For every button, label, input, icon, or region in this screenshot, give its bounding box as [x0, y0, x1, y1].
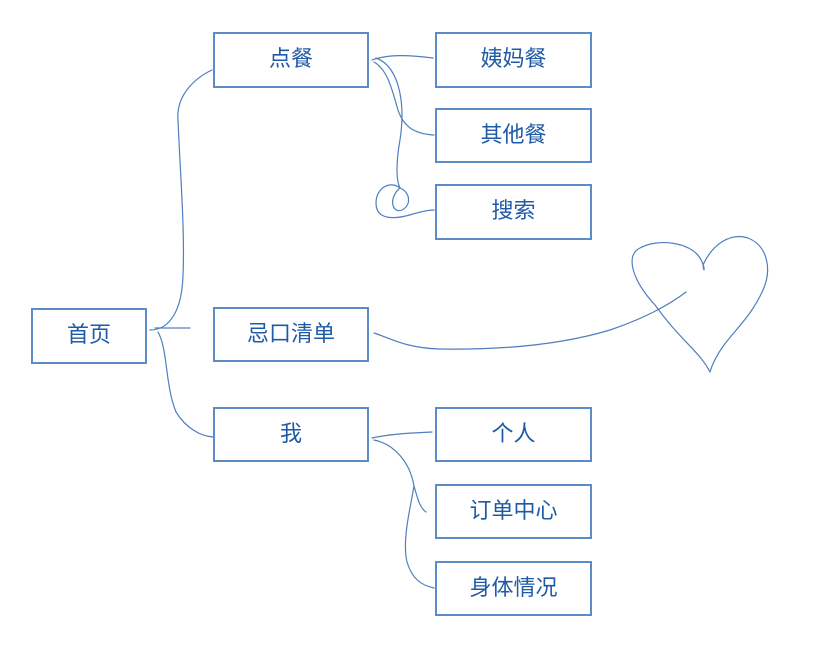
connector-me-to-order-center [373, 439, 427, 513]
connector-root-to-order [149, 69, 213, 331]
branch-node-label: 我 [279, 421, 302, 447]
leaf-node-label: 订单中心 [469, 498, 558, 524]
connector-avoid-list-to-heart [373, 291, 687, 350]
connector-order-to-other-meal [373, 61, 435, 136]
connector-search-loop [392, 187, 410, 212]
connector-me-to-personal [371, 431, 433, 439]
branch-node-label: 忌口清单 [246, 321, 335, 347]
branch-node-me[interactable]: 我 [213, 407, 369, 462]
connector-root-to-me [157, 331, 214, 438]
connector-me-to-health-status [404, 485, 435, 589]
branch-node-order[interactable]: 点餐 [213, 32, 369, 88]
connector-order-to-search [375, 57, 435, 219]
leaf-node-label: 个人 [491, 421, 536, 447]
connector-order-to-auntie-meal [371, 55, 434, 61]
leaf-node-order-center[interactable]: 订单中心 [435, 484, 592, 539]
heart-doodle [631, 236, 769, 373]
leaf-node-auntie-meal[interactable]: 姨妈餐 [435, 32, 592, 88]
leaf-node-label: 其他餐 [480, 122, 547, 148]
leaf-node-personal[interactable]: 个人 [435, 407, 592, 462]
root-node-label: 首页 [66, 323, 111, 348]
leaf-node-label: 姨妈餐 [480, 47, 547, 72]
leaf-node-label: 搜索 [491, 199, 536, 224]
leaf-node-label: 身体情况 [469, 575, 558, 601]
leaf-node-other-meal[interactable]: 其他餐 [435, 108, 592, 163]
branch-node-label: 点餐 [268, 47, 313, 72]
branch-node-avoid-list[interactable]: 忌口清单 [213, 307, 369, 362]
root-node-home[interactable]: 首页 [31, 308, 147, 364]
leaf-node-search[interactable]: 搜索 [435, 184, 592, 240]
leaf-node-health-status[interactable]: 身体情况 [435, 561, 592, 616]
